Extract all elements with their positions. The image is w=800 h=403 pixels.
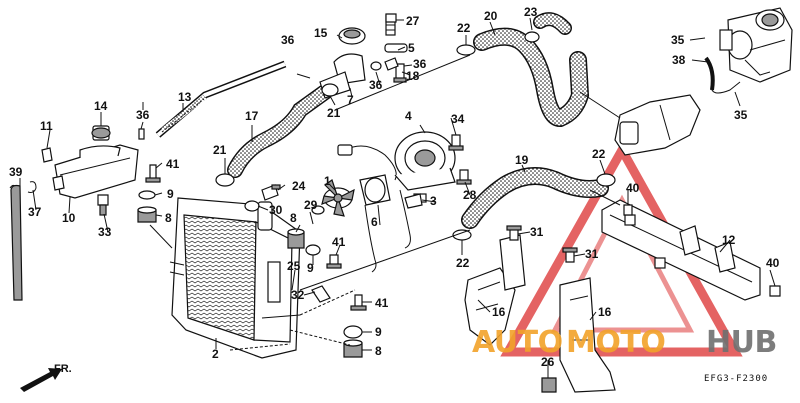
watermark-text-moto: MOTO (566, 325, 665, 360)
callout-26: 26 (541, 355, 555, 369)
callout-15: 15 (314, 26, 328, 40)
callout-9c: 9 (375, 325, 382, 339)
front-direction-arrow: FR. (20, 363, 72, 392)
callout-22a: 22 (457, 21, 471, 35)
callout-16a: 16 (492, 305, 506, 319)
front-label: FR. (54, 363, 72, 375)
mounting-bracket-16 (464, 234, 616, 393)
callout-28: 28 (463, 188, 477, 202)
arrow-icon (20, 368, 62, 392)
callout-37: 37 (28, 205, 42, 219)
callout-36b: 36 (136, 108, 150, 122)
callout-24: 24 (292, 179, 306, 193)
callout-27: 27 (406, 14, 420, 28)
callout-1: 1 (324, 174, 331, 188)
callout-9a: 9 (167, 187, 174, 201)
callout-36d: 36 (369, 78, 383, 92)
callout-33: 33 (98, 225, 112, 239)
callout-31b: 31 (585, 247, 599, 261)
callout-31a: 31 (530, 225, 544, 239)
radiator (169, 197, 301, 359)
callout-3: 3 (430, 194, 437, 208)
hose-20 (473, 27, 590, 128)
fasteners-and-small-parts (27, 13, 781, 393)
hose-17 (227, 84, 333, 178)
callout-36a: 36 (281, 33, 295, 47)
callout-7: 7 (347, 93, 354, 107)
callout-38: 38 (672, 53, 686, 67)
callout-labels: 1 2 3 4 5 6 7 8 8 8 9 9 9 10 11 12 13 14… (9, 5, 780, 369)
callout-2: 2 (212, 347, 219, 361)
cooling-fan (321, 144, 397, 273)
callout-4: 4 (405, 109, 412, 123)
callout-25: 25 (287, 259, 301, 273)
callout-9b: 9 (307, 261, 314, 275)
callout-30: 30 (269, 203, 283, 217)
callout-32: 32 (291, 288, 305, 302)
callout-6: 6 (371, 215, 378, 229)
callout-41a: 41 (166, 157, 180, 171)
callout-16b: 16 (598, 305, 612, 319)
callout-41c: 41 (375, 296, 389, 310)
callout-21a: 21 (213, 143, 227, 157)
callout-13: 13 (178, 90, 192, 104)
callout-34: 34 (451, 112, 465, 126)
leader-lines (19, 17, 776, 378)
callout-40b: 40 (766, 256, 780, 270)
callout-14: 14 (94, 99, 108, 113)
callout-22b: 22 (456, 256, 470, 270)
callout-22c: 22 (592, 147, 606, 161)
callout-8c: 8 (375, 344, 382, 358)
callout-35b: 35 (734, 108, 748, 122)
diagram-code: EFG3-F2300 (704, 374, 768, 384)
callout-35a: 35 (671, 33, 685, 47)
fan-shroud (394, 131, 456, 249)
callout-17: 17 (245, 109, 259, 123)
hose-23 (533, 12, 572, 35)
clamp-11 (41, 147, 53, 163)
watermark-text-hub: HUB (706, 325, 777, 360)
callout-41b: 41 (332, 235, 346, 249)
callout-5: 5 (408, 41, 415, 55)
callout-40a: 40 (626, 181, 640, 195)
callout-8a: 8 (165, 211, 172, 225)
callout-12: 12 (722, 233, 736, 247)
callout-11: 11 (40, 119, 53, 133)
callout-23: 23 (524, 5, 538, 19)
carburetor (704, 7, 793, 94)
callout-39: 39 (9, 165, 23, 179)
reserve-tank (41, 125, 139, 199)
watermark-text-auto: AUTO (472, 325, 563, 360)
water-pipe-joint (614, 94, 701, 156)
siphon-hose (155, 60, 287, 138)
callout-19: 19 (515, 153, 529, 167)
callout-18: 18 (406, 69, 420, 83)
hose-19 (461, 167, 609, 229)
watermark-brand-text: AUTO MOTO HUB (472, 325, 777, 360)
callout-21b: 21 (327, 106, 341, 120)
callout-10: 10 (62, 211, 76, 225)
callout-20: 20 (484, 9, 498, 23)
callout-8b: 8 (290, 211, 297, 225)
callout-36c: 36 (413, 57, 427, 71)
callout-29: 29 (304, 198, 318, 212)
